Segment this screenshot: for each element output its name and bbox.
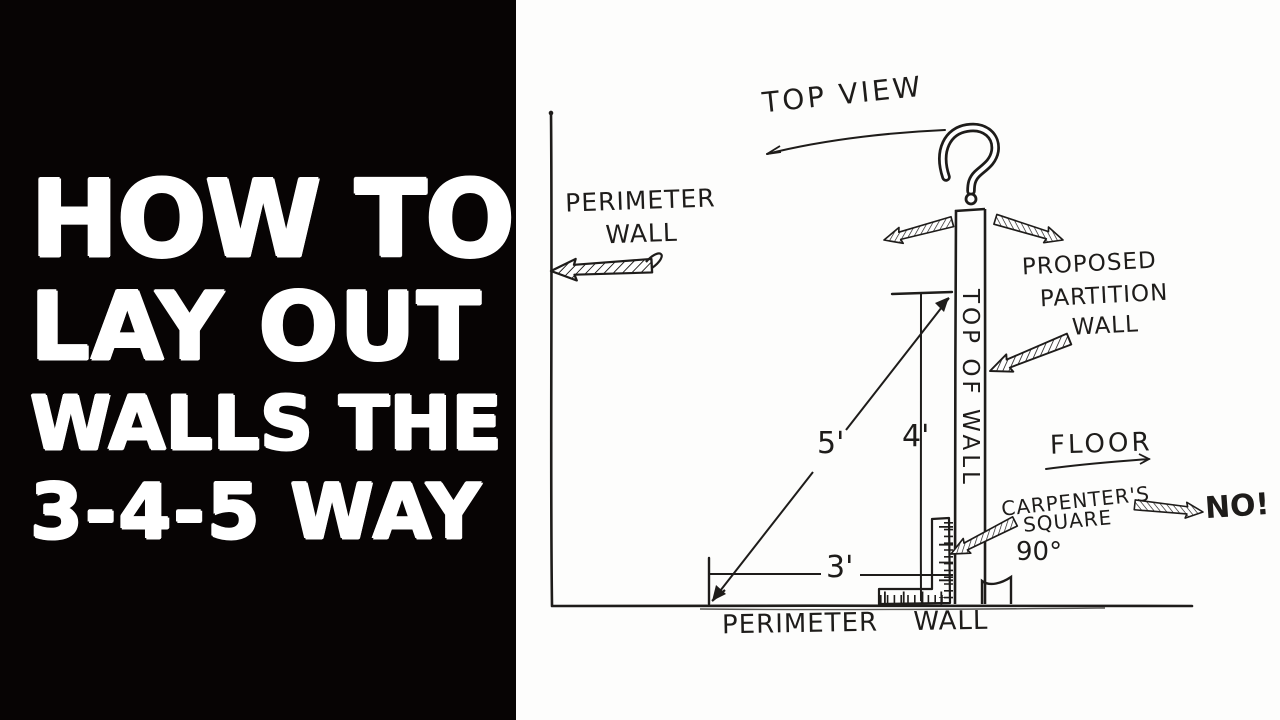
title-panel: HOW TO LAY OUT WALLS THE 3-4-5 WAY xyxy=(0,0,516,720)
label-no: NO! xyxy=(1203,486,1271,527)
dim-label-5ft: 5' xyxy=(817,426,845,461)
title-line-4: 3-4-5 WAY xyxy=(30,467,484,556)
partition-label-arrow xyxy=(985,329,1074,381)
swing-arrow-left xyxy=(881,212,956,249)
dim-line-5ft xyxy=(711,297,950,602)
perimeter-wall-line xyxy=(548,110,554,607)
dim-label-4ft: 4' xyxy=(902,419,930,454)
carpenters-square xyxy=(877,516,953,606)
swing-arrow-right xyxy=(992,210,1067,249)
question-mark-hook xyxy=(938,122,1000,206)
label-partition-wall: WALL xyxy=(1071,311,1140,341)
label-perimeter-wall-top-line1: PERIMETER xyxy=(564,183,717,218)
label-perimeter-wall-bottom: PERIMETER WALL xyxy=(721,605,989,641)
top-view-underline xyxy=(766,129,946,155)
floor-line xyxy=(550,604,1194,611)
label-floor: FLOOR xyxy=(1049,427,1153,461)
label-90-degrees: 90° xyxy=(1016,537,1063,567)
dim-line-3ft xyxy=(707,556,953,606)
square-label-arrow xyxy=(946,513,1020,563)
label-top-of-wall: TOP OF WALL xyxy=(957,289,983,488)
label-perimeter-wall-top-line2: WALL xyxy=(604,217,679,250)
floor-underline xyxy=(1045,453,1151,470)
perimeter-wall-arrow xyxy=(549,252,663,283)
dim-label-3ft: 3' xyxy=(826,550,854,585)
label-perimeter-wall-top: PERIMETER WALL xyxy=(551,181,731,253)
title-line-2: LAY OUT xyxy=(30,273,482,382)
title-line-3: WALLS THE xyxy=(30,381,502,467)
title-line-1: HOW TO xyxy=(30,158,515,281)
wall-base-block xyxy=(980,574,1013,604)
